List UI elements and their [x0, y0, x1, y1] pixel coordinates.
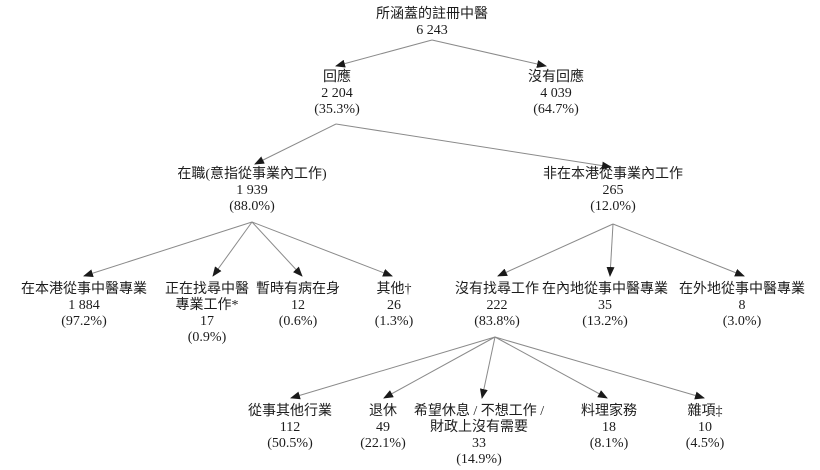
node-temporarily-ill: 暫時有病在身 12 (0.6%) [256, 282, 340, 330]
connector-working-practice-hk [83, 221, 253, 278]
node-root-label: 所涵蓋的註冊中醫 [376, 7, 488, 22]
node-seeking-cm-job: 正在找尋中醫 專業工作* 17 (0.9%) [165, 282, 249, 346]
node-housework-label: 料理家務 [581, 404, 637, 419]
node-seeking-cm-job-label2: 專業工作* [175, 298, 239, 313]
node-not-responded: 沒有回應 4 039 (64.7%) [528, 70, 584, 118]
node-working-pct: (88.0%) [229, 199, 275, 214]
connector-working-ill [251, 221, 303, 277]
connector-nwhk-mainland [606, 223, 615, 277]
node-not-working-in-hk: 非在本港從事業內工作 265 (12.0%) [543, 167, 683, 215]
connector-responded-not-working-hk [335, 123, 612, 170]
connector-working-seeking [212, 221, 253, 277]
node-not-working-in-hk-pct: (12.0%) [590, 199, 636, 214]
node-other-industry: 從事其他行業 112 (50.5%) [248, 404, 332, 452]
node-responded-count: 2 204 [321, 86, 353, 101]
node-other-industry-pct: (50.5%) [267, 436, 313, 451]
node-not-seeking-work-count: 222 [486, 298, 508, 313]
node-retired: 退休 49 (22.1%) [360, 404, 406, 452]
node-not-responded-count: 4 039 [540, 86, 572, 101]
node-wish-to-rest-label2: 財政上沒有需要 [430, 420, 528, 435]
node-miscellaneous-label: 雜項‡ [687, 404, 723, 419]
node-wish-to-rest-label: 希望休息 / 不想工作 / [413, 404, 545, 419]
node-retired-label: 退休 [369, 404, 397, 419]
node-seeking-cm-job-pct: (0.9%) [187, 330, 227, 345]
node-wish-to-rest: 希望休息 / 不想工作 / 財政上沒有需要 33 (14.9%) [414, 404, 544, 468]
connector-nwhk-overseas [612, 223, 745, 277]
connector-ns-misc [494, 336, 705, 400]
node-wish-to-rest-count: 33 [472, 436, 486, 451]
connector-responded-working [254, 123, 337, 165]
connector-root-responded [335, 39, 433, 68]
node-temporarily-ill-pct: (0.6%) [278, 314, 318, 329]
node-temporarily-ill-label: 暫時有病在身 [256, 282, 340, 297]
node-working-count: 1 939 [236, 183, 268, 198]
node-cm-practice-overseas: 在外地從事中醫專業 8 (3.0%) [679, 282, 805, 330]
node-cm-practice-overseas-pct: (3.0%) [722, 314, 762, 329]
node-cm-practice-mainland-label: 在內地從事中醫專業 [542, 282, 668, 297]
node-responded-pct: (35.3%) [314, 102, 360, 117]
node-others: 其他† 26 (1.3%) [375, 282, 414, 330]
node-cm-practice-mainland-pct: (13.2%) [582, 314, 628, 329]
node-miscellaneous-count: 10 [698, 420, 712, 435]
node-not-seeking-work-pct: (83.8%) [474, 314, 520, 329]
node-cm-practice-hk-pct: (97.2%) [61, 314, 107, 329]
node-retired-pct: (22.1%) [360, 436, 406, 451]
connector-ns-retired [383, 336, 496, 399]
node-responded-label: 回應 [323, 70, 351, 85]
node-wish-to-rest-pct: (14.9%) [456, 452, 502, 467]
node-cm-practice-hk: 在本港從事中醫專業 1 884 (97.2%) [21, 282, 147, 330]
node-not-responded-pct: (64.7%) [533, 102, 579, 117]
node-cm-practice-overseas-count: 8 [738, 298, 746, 313]
node-seeking-cm-job-count: 17 [200, 314, 214, 329]
node-root-count: 6 243 [416, 23, 448, 38]
node-miscellaneous-pct: (4.5%) [685, 436, 725, 451]
node-seeking-cm-job-label: 正在找尋中醫 [165, 282, 249, 297]
node-not-seeking-work: 沒有找尋工作 222 (83.8%) [455, 282, 539, 330]
node-not-seeking-work-label: 沒有找尋工作 [455, 282, 539, 297]
node-cm-practice-hk-count: 1 884 [68, 298, 100, 313]
node-cm-practice-overseas-label: 在外地從事中醫專業 [679, 282, 805, 297]
connector-ns-other-industry [290, 336, 496, 400]
node-others-pct: (1.3%) [374, 314, 414, 329]
node-other-industry-count: 112 [279, 420, 301, 435]
node-working-label: 在職(意指從事業內工作) [177, 167, 327, 182]
node-others-count: 26 [387, 298, 401, 313]
connector-nwhk-not-seeking [497, 223, 614, 277]
node-cm-practice-mainland-count: 35 [598, 298, 612, 313]
node-housework: 料理家務 18 (8.1%) [581, 404, 637, 452]
node-other-industry-label: 從事其他行業 [248, 404, 332, 419]
node-responded: 回應 2 204 (35.3%) [314, 70, 360, 118]
node-not-responded-label: 沒有回應 [528, 70, 584, 85]
node-not-working-in-hk-count: 265 [602, 183, 624, 198]
node-retired-count: 49 [376, 420, 390, 435]
node-temporarily-ill-count: 12 [291, 298, 305, 313]
node-cm-practice-hk-label: 在本港從事中醫專業 [21, 282, 147, 297]
node-working: 在職(意指從事業內工作) 1 939 (88.0%) [177, 167, 326, 215]
connector-ns-rest [479, 336, 496, 399]
connector-working-others [251, 221, 393, 277]
node-not-working-in-hk-label: 非在本港從事業內工作 [543, 167, 683, 182]
node-root: 所涵蓋的註冊中醫 6 243 [376, 7, 488, 39]
connector-root-not-responded [431, 39, 547, 68]
node-others-label: 其他† [376, 282, 412, 297]
node-housework-count: 18 [602, 420, 616, 435]
node-housework-pct: (8.1%) [589, 436, 629, 451]
node-miscellaneous: 雜項‡ 10 (4.5%) [686, 404, 725, 452]
connector-ns-housework [494, 336, 608, 399]
node-cm-practice-mainland: 在內地從事中醫專業 35 (13.2%) [542, 282, 668, 330]
